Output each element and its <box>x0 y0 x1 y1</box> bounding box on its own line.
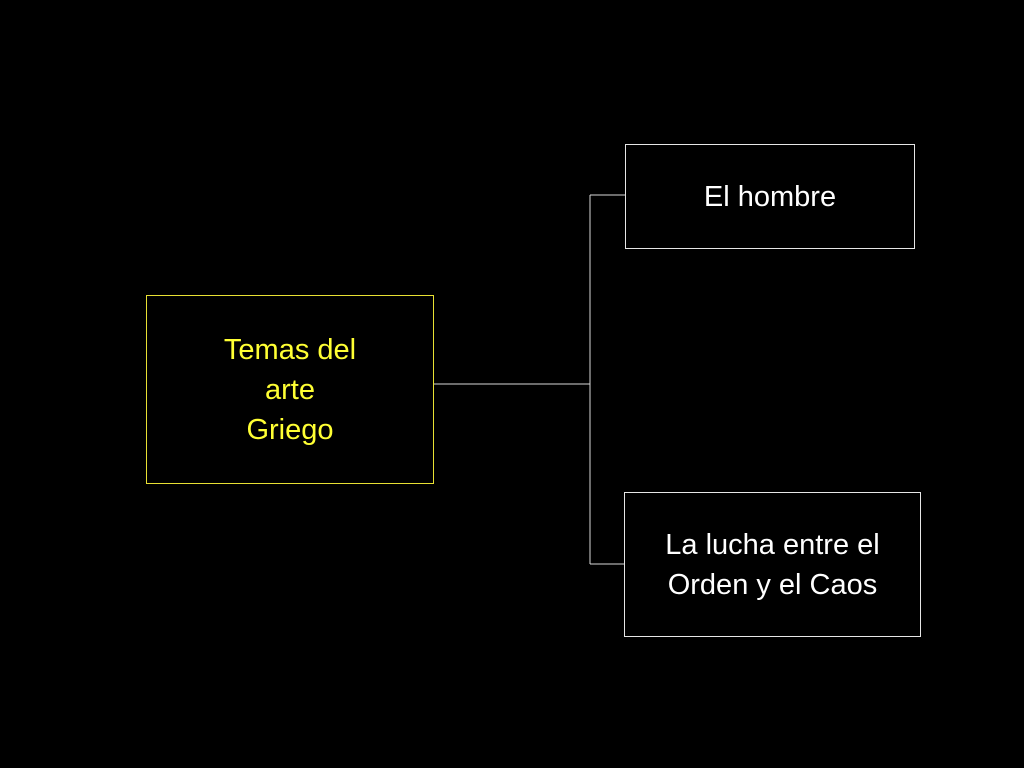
child-node-lucha-orden-caos: La lucha entre el Orden y el Caos <box>624 492 921 637</box>
child-node-el-hombre: El hombre <box>625 144 915 249</box>
root-node-temas-del-arte-griego: Temas del arte Griego <box>146 295 434 484</box>
